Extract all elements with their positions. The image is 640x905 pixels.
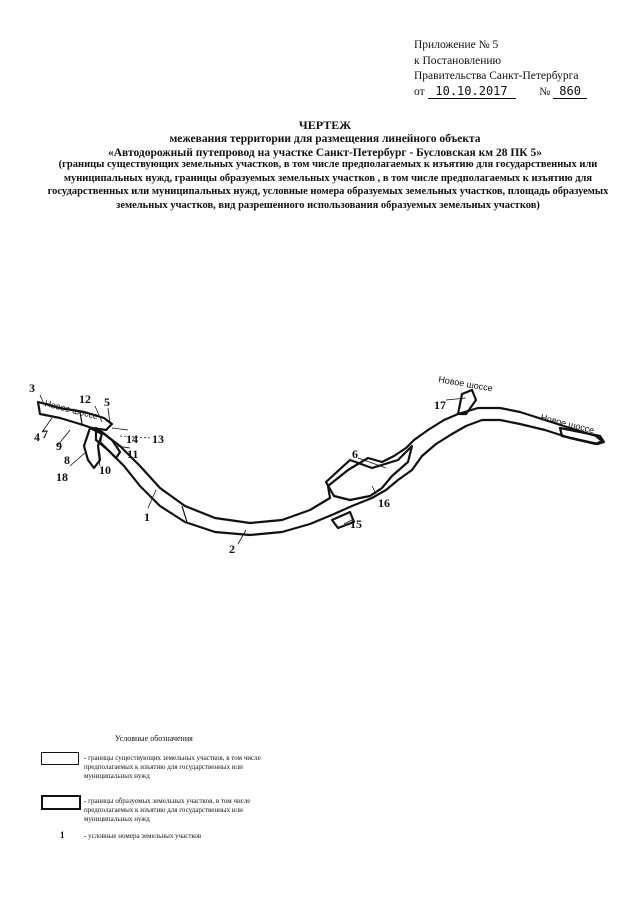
parcel-number-6: 6 (352, 447, 358, 461)
title-line-1: межевания территории для размещения лине… (169, 133, 481, 145)
internal-boundaries (79, 411, 188, 523)
appendix-line-3: Правительства Санкт-Петербурга (414, 70, 579, 82)
title-line-2: «Автодорожный путепровод на участке Санк… (107, 147, 543, 159)
leader-line (445, 397, 467, 401)
leader-line (343, 519, 353, 525)
parcel-number-2: 2 (229, 542, 235, 556)
legend-symbol-existing-boundary (41, 752, 79, 765)
parcel-number-16: 16 (378, 496, 390, 510)
parcel-number-12: 12 (79, 392, 91, 406)
parcel-outline-6 (324, 444, 414, 502)
leader-line (97, 451, 101, 467)
parcel-number-5: 5 (104, 395, 110, 409)
legend-symbol-parcel-number: 1 (60, 830, 65, 840)
leader-line (119, 435, 151, 439)
leader-line (115, 445, 131, 449)
parcel-drawing: Новое шоссе Новое шоссе Новое шоссе 1 2 … (29, 374, 606, 556)
parcel-outline-hook-2 (98, 430, 122, 460)
parcel-number-4: 4 (34, 430, 40, 444)
leader-line (57, 429, 71, 446)
parcel-number-18: 18 (56, 470, 68, 484)
parcel-outline-17 (456, 388, 478, 416)
leader-line (41, 417, 53, 433)
parcel-numbers: 1 2 3 4 5 6 7 8 9 10 11 12 13 14 15 16 1… (29, 381, 446, 556)
road-labels: Новое шоссе Новое шоссе Новое шоссе (44, 374, 596, 435)
parcel-number-3: 3 (29, 381, 35, 395)
parcel-outline-west (36, 400, 114, 432)
decree-date: 10.10.2017 (427, 84, 516, 99)
leader-line (94, 405, 103, 423)
appendix-line-1: Приложение № 5 (414, 39, 499, 51)
leader-line (357, 457, 387, 469)
parcel-number-11: 11 (127, 447, 138, 461)
appendix-date-line: от 10.10.2017 № 860 (414, 84, 588, 101)
parcel-number-14: 14 (126, 432, 138, 446)
legend-symbol-new-boundary (41, 795, 81, 810)
leader-line (111, 427, 129, 431)
decree-number: 860 (553, 84, 588, 99)
parcel-outline-15 (330, 510, 356, 530)
number-prefix: № (539, 85, 551, 98)
leader-line (39, 394, 45, 405)
leader-lines (39, 394, 467, 545)
appendix-block: Приложение № 5 к Постановлению Правитель… (414, 38, 588, 101)
legend-text-parcel-number: - условные номера земельных участков (84, 832, 202, 840)
road-label-north: Новое шоссе (438, 374, 494, 393)
parcel-outline-east (558, 426, 606, 446)
leader-line (107, 407, 111, 425)
legend-text-new-boundary: - границы образуемых земельных участков,… (84, 797, 251, 823)
parcel-number-9: 9 (56, 439, 62, 453)
parcel-number-15: 15 (350, 517, 362, 531)
boundary-tick (79, 411, 83, 425)
leader-line (371, 485, 377, 495)
leader-line (237, 529, 247, 545)
document-title: межевания территории для размещения лине… (30, 132, 620, 160)
parcel-number-10: 10 (99, 463, 111, 477)
date-prefix: от (414, 85, 425, 98)
parcel-outline-main (94, 406, 604, 537)
legend-title: Условные обозначения (115, 734, 193, 743)
leader-line (69, 451, 87, 467)
boundary-tick (181, 505, 188, 523)
legend-text-existing-boundary: - границы существующих земельных участко… (84, 754, 261, 780)
parcel-number-8: 8 (64, 453, 70, 467)
parcel-boundaries (36, 388, 606, 537)
document-description: (границы существующих земельных участков… (47, 159, 609, 211)
leader-line (147, 489, 157, 509)
document-heading: ЧЕРТЕЖ (298, 118, 352, 132)
parcel-number-13: 13 (152, 432, 164, 446)
parcel-number-7: 7 (42, 427, 48, 441)
parcel-number-1: 1 (144, 510, 150, 524)
parcel-number-17: 17 (434, 398, 446, 412)
appendix-line-2: к Постановлению (414, 54, 502, 67)
